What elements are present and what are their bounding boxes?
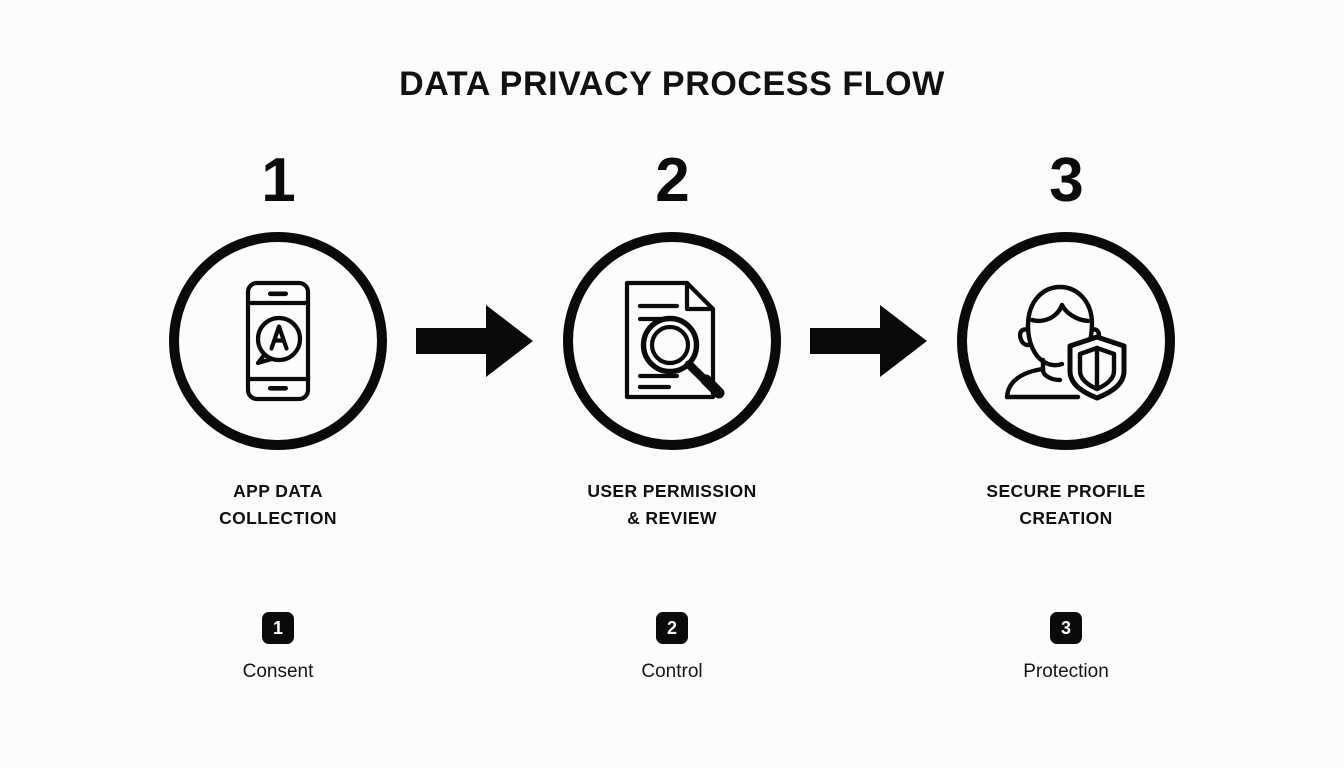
step-number-3: 3 <box>1049 146 1083 215</box>
page-title: DATA PRIVACY PROCESS FLOW <box>399 65 945 103</box>
step-label-3: SECURE PROFILE CREATION <box>986 481 1146 528</box>
smartphone-chat-bubble-a-icon <box>226 279 330 403</box>
step-label-2: USER PERMISSION & REVIEW <box>587 481 757 528</box>
step-icon-circle-3 <box>957 232 1175 450</box>
process-steps-row: 1 APP DATA COLLECTION <box>0 150 1344 580</box>
step-number-2: 2 <box>655 146 689 215</box>
step-label-1: APP DATA COLLECTION <box>219 481 337 528</box>
summary-badge-3: 3 <box>1050 612 1082 644</box>
summary-row: 1 Consent 2 Control 3 Protection <box>0 612 1344 684</box>
summary-caption-2: Control <box>641 661 703 682</box>
step-number-1: 1 <box>261 146 295 215</box>
summary-item-2[interactable]: 2 Control <box>553 612 791 684</box>
summary-badge-2: 2 <box>656 612 688 644</box>
document-magnifier-icon <box>613 279 731 403</box>
step-icon-circle-1 <box>169 232 387 450</box>
process-step-1[interactable]: 1 APP DATA COLLECTION <box>159 150 397 531</box>
process-step-2[interactable]: 2 USER PER <box>553 150 791 531</box>
summary-item-1[interactable]: 1 Consent <box>159 612 397 684</box>
summary-item-3[interactable]: 3 Protection <box>947 612 1185 684</box>
process-step-3[interactable]: 3 <box>947 150 1185 531</box>
arrow-right-icon-1 <box>397 232 553 450</box>
summary-caption-1: Consent <box>242 661 314 682</box>
arrow-right-icon-2 <box>791 232 947 450</box>
person-shield-icon <box>1002 280 1130 402</box>
step-icon-circle-2 <box>563 232 781 450</box>
summary-badge-1: 1 <box>262 612 294 644</box>
summary-caption-3: Protection <box>1023 661 1109 682</box>
